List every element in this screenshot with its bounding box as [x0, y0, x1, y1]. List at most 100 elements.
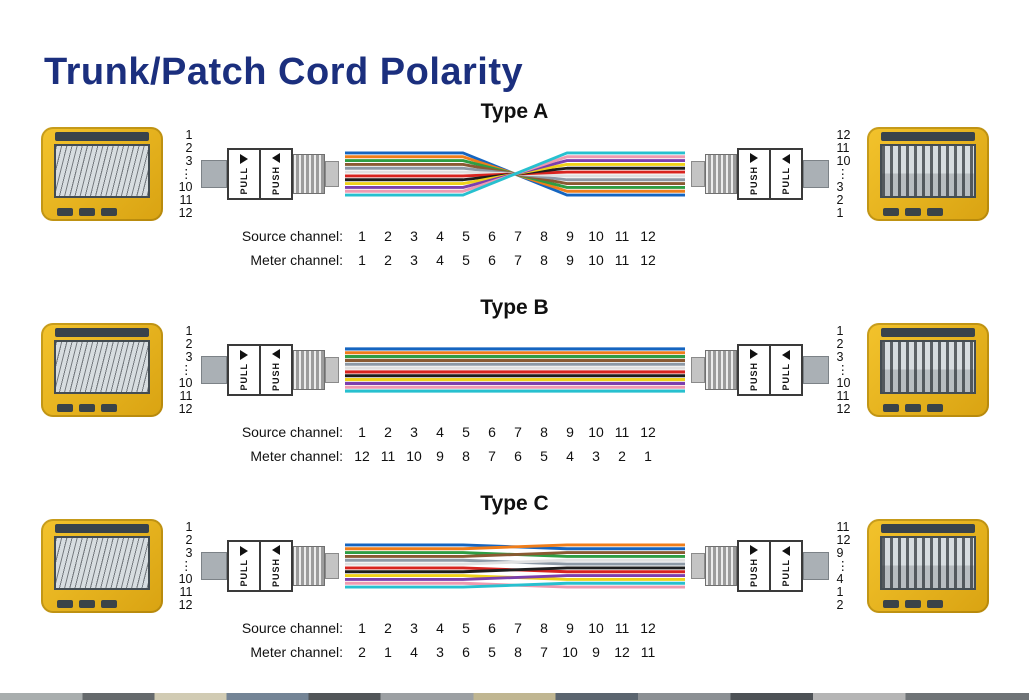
channel-number: 11: [836, 519, 850, 534]
pull-tab: PULL: [229, 150, 259, 198]
tester-button: [926, 208, 943, 216]
meter-channel-number: 12: [640, 252, 656, 268]
channel-number: ⋮: [836, 558, 850, 573]
channel-number: 12: [178, 597, 193, 612]
channel-number: 3: [185, 349, 193, 364]
meter-channel-number: 4: [566, 448, 574, 464]
tester-button: [78, 600, 95, 608]
channel-number: ⋮: [180, 362, 193, 377]
channel-number: 11: [836, 140, 850, 155]
push-label: PUSH: [748, 165, 759, 195]
meter-channel-number: 6: [488, 252, 496, 268]
meter-channel-number: 1: [358, 252, 366, 268]
meter-channel-number: 5: [488, 644, 496, 660]
pull-tab: PULL: [229, 346, 259, 394]
channel-number: 11: [179, 584, 193, 599]
source-channel-number: 4: [436, 228, 444, 244]
pull-arrow-icon: [239, 349, 248, 360]
push-label: PUSH: [748, 557, 759, 587]
source-channel-number: 2: [384, 424, 392, 440]
fiber-meter-tester: [866, 519, 989, 613]
push-label: PUSH: [270, 361, 281, 391]
channel-number: 3: [185, 545, 193, 560]
pull-arrow-icon: [239, 545, 248, 556]
connector-boot: [704, 350, 737, 390]
pull-arrow-icon: [781, 349, 790, 360]
tester-screen: [879, 144, 976, 198]
channel-number: 10: [178, 179, 193, 194]
mpo-connector-right: PUSH PULL: [690, 344, 829, 396]
connector-boot: [704, 154, 737, 194]
channel-number: 1: [185, 519, 193, 534]
connector-body: PUSH PULL: [736, 148, 803, 200]
fiber-source-tester: [40, 127, 163, 221]
channel-number: 10: [836, 153, 851, 168]
connector-taper: [324, 553, 339, 579]
meter-channel-number: 10: [562, 644, 578, 660]
channel-number: 2: [185, 336, 193, 351]
source-channel-number: 10: [588, 620, 604, 636]
tester-button: [100, 600, 117, 608]
push-tab: PUSH: [739, 542, 769, 590]
source-channel-number: 11: [614, 228, 630, 244]
push-arrow-icon: [271, 152, 280, 163]
channel-number: ⋮: [836, 166, 850, 181]
meter-channel-number: 7: [540, 644, 548, 660]
meter-channel-label: Meter channel:: [250, 644, 343, 660]
meter-channel-number: 6: [462, 644, 470, 660]
meter-channel-number: 3: [592, 448, 600, 464]
channel-number: 3: [185, 153, 193, 168]
connector-stub: [200, 356, 227, 384]
source-channel-number: 10: [588, 424, 604, 440]
connector-taper: [324, 357, 339, 383]
channel-number: 12: [836, 127, 851, 142]
channel-number: 10: [178, 375, 193, 390]
tester-button: [100, 208, 117, 216]
connector-taper: [690, 553, 705, 579]
source-channel-number: 9: [566, 228, 574, 244]
mpo-connector-left: PULL PUSH: [200, 148, 339, 200]
section-title: Type C: [480, 492, 549, 515]
tester-top-panel: [880, 132, 975, 141]
tester-screen: [879, 340, 976, 394]
channel-number: 9: [836, 545, 844, 560]
connector-stub: [802, 356, 829, 384]
fiber-meter-tester: [866, 127, 989, 221]
push-label: PUSH: [748, 361, 759, 391]
tester-button: [882, 404, 899, 412]
connector-stub: [200, 552, 227, 580]
source-channel-number: 5: [462, 424, 470, 440]
source-channel-number: 1: [358, 620, 366, 636]
source-channel-number: 1: [358, 424, 366, 440]
meter-channel-number: 2: [358, 644, 366, 660]
source-channel-number: 8: [540, 424, 548, 440]
source-channel-number: 1: [358, 228, 366, 244]
source-channel-number: 7: [514, 228, 522, 244]
source-channel-number: 6: [488, 228, 496, 244]
tester-button: [904, 208, 921, 216]
meter-channel-number: 12: [354, 448, 370, 464]
ribbon-cable: [344, 543, 685, 589]
push-arrow-icon: [749, 348, 758, 359]
meter-channel-number: 10: [588, 252, 604, 268]
source-channel-number: 11: [614, 424, 630, 440]
connector-body: PUSH PULL: [736, 540, 803, 592]
connector-stub: [802, 552, 829, 580]
tester-top-panel: [880, 328, 975, 337]
connector-taper: [690, 161, 705, 187]
meter-channel-number: 12: [614, 644, 630, 660]
push-arrow-icon: [749, 152, 758, 163]
meter-channel-label: Meter channel:: [250, 252, 343, 268]
meter-channel-number: 10: [406, 448, 422, 464]
tester-top-panel: [54, 524, 149, 533]
cropped-next-image-strip: [0, 693, 1029, 700]
push-arrow-icon: [271, 348, 280, 359]
